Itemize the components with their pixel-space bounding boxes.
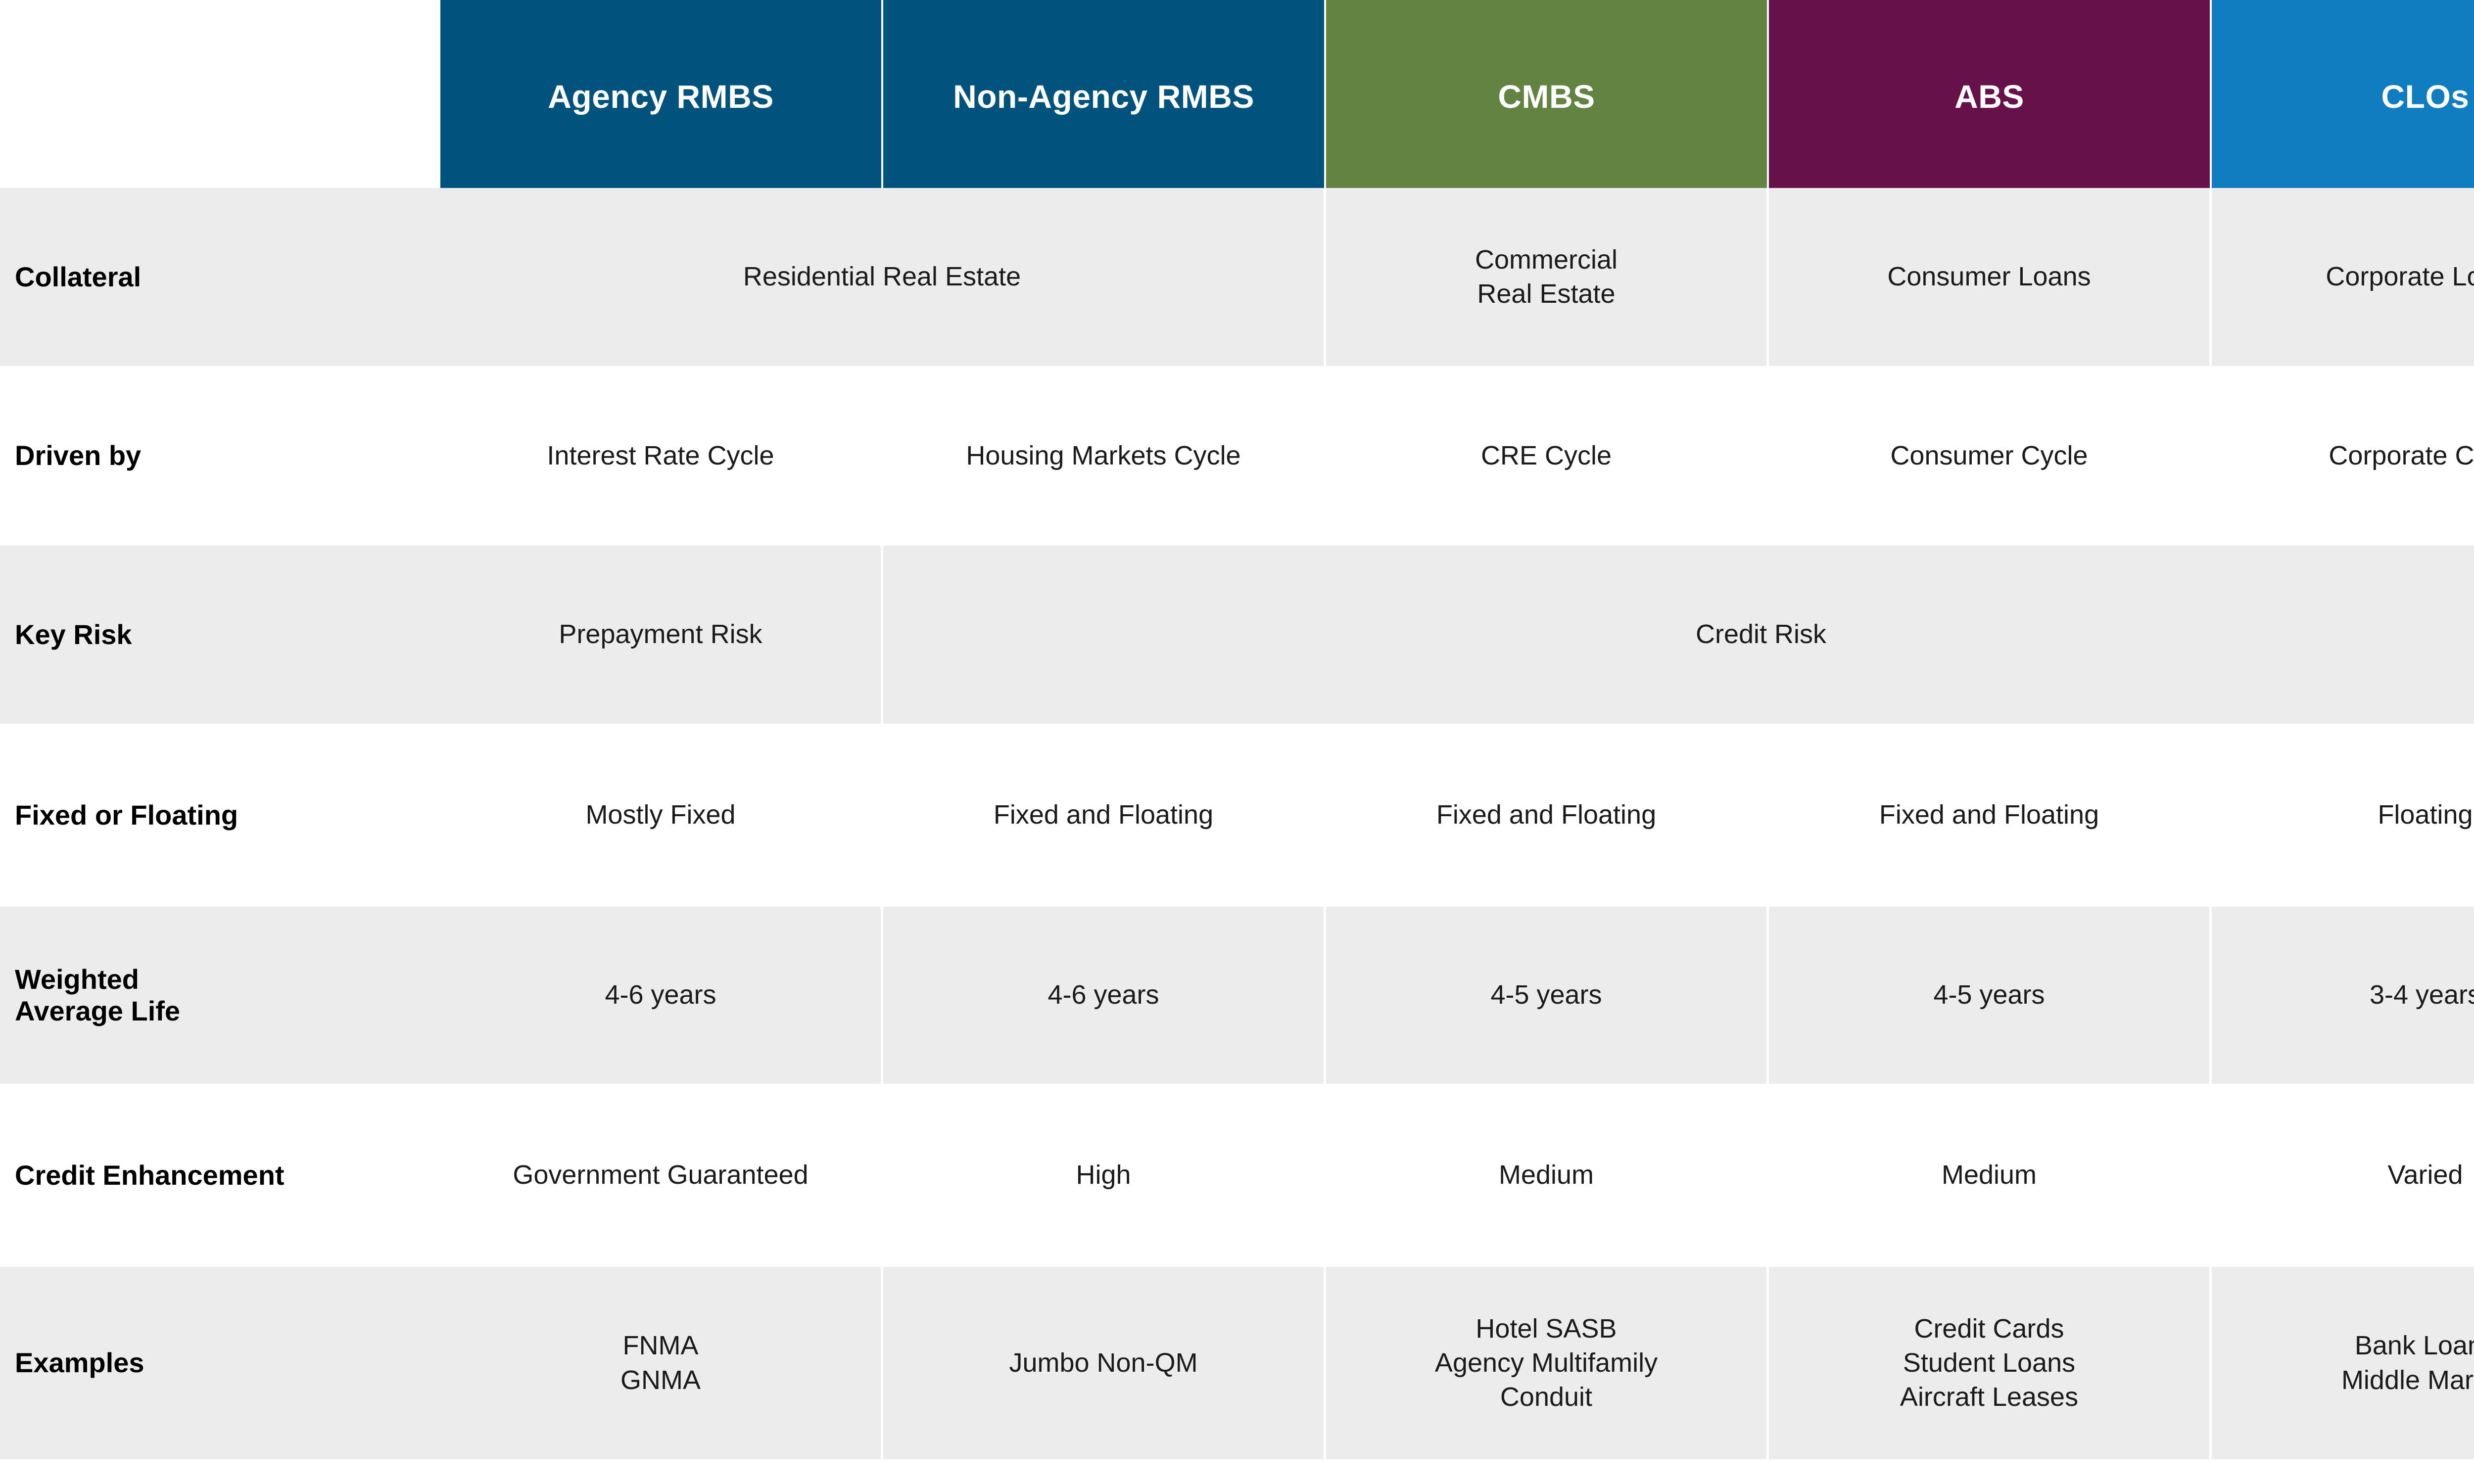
column-header-cmbs[interactable]: CMBS — [1326, 0, 1769, 188]
cell-credit-enhancement-clos: Varied — [2212, 1086, 2474, 1264]
cell-collateral-cmbs: Commercial Real Estate — [1326, 188, 1769, 366]
column-header-label: CLOs — [2381, 78, 2470, 115]
table-row-credit-enhancement: Credit Enhancement Government Guaranteed… — [0, 1086, 2474, 1264]
cell-credit-enhancement-non-agency-rmbs: High — [883, 1086, 1326, 1264]
cell-credit-enhancement-cmbs: Medium — [1326, 1086, 1769, 1264]
column-header-label: Agency RMBS — [548, 78, 774, 115]
cell-credit-enhancement-agency-rmbs: Government Guaranteed — [440, 1086, 883, 1264]
column-header-label: CMBS — [1498, 78, 1595, 115]
cell-weighted-average-life-agency-rmbs: 4-6 years — [440, 907, 883, 1084]
cell-examples-cmbs: Hotel SASB Agency Multifamily Conduit — [1326, 1267, 1769, 1459]
cell-fixed-or-floating-agency-rmbs: Mostly Fixed — [440, 726, 883, 904]
table-row-key-risk: Key Risk Prepayment Risk Credit Risk — [0, 546, 2474, 724]
cell-examples-agency-rmbs: FNMA GNMA — [440, 1267, 883, 1459]
cell-fixed-or-floating-abs: Fixed and Floating — [1769, 726, 2212, 904]
column-header-non-agency-rmbs[interactable]: Non-Agency RMBS — [883, 0, 1326, 188]
cell-weighted-average-life-clos: 3-4 years — [2212, 907, 2474, 1084]
header-corner-cell — [0, 0, 440, 188]
column-header-clos[interactable]: CLOs — [2212, 0, 2474, 188]
cell-credit-enhancement-abs: Medium — [1769, 1086, 2212, 1264]
cell-collateral-clos: Corporate Loans — [2212, 188, 2474, 366]
row-divider — [0, 904, 2474, 907]
row-label-weighted-average-life: Weighted Average Life — [0, 907, 440, 1084]
cell-weighted-average-life-cmbs: 4-5 years — [1326, 907, 1769, 1084]
row-label-collateral: Collateral — [0, 188, 440, 366]
table-row-collateral: Collateral Residential Real Estate Comme… — [0, 188, 2474, 366]
cell-weighted-average-life-abs: 4-5 years — [1769, 907, 2212, 1084]
cell-collateral-rmbs-span: Residential Real Estate — [440, 188, 1326, 366]
table-row-weighted-average-life: Weighted Average Life 4-6 years 4-6 year… — [0, 907, 2474, 1084]
cell-key-risk-credit-span: Credit Risk — [883, 546, 2474, 724]
cell-driven-by-non-agency-rmbs: Housing Markets Cycle — [883, 369, 1326, 543]
table-header-row: Agency RMBS Non-Agency RMBS CMBS ABS CLO… — [0, 0, 2474, 188]
row-divider — [0, 724, 2474, 726]
cell-collateral-abs: Consumer Loans — [1769, 188, 2212, 366]
row-label-credit-enhancement: Credit Enhancement — [0, 1086, 440, 1264]
cell-examples-abs: Credit Cards Student Loans Aircraft Leas… — [1769, 1267, 2212, 1459]
table-row-driven-by: Driven by Interest Rate Cycle Housing Ma… — [0, 369, 2474, 543]
row-label-fixed-or-floating: Fixed or Floating — [0, 726, 440, 904]
row-label-key-risk: Key Risk — [0, 546, 440, 724]
column-header-agency-rmbs[interactable]: Agency RMBS — [440, 0, 883, 188]
column-header-label: Non-Agency RMBS — [953, 78, 1254, 115]
row-divider — [0, 1084, 2474, 1086]
cell-fixed-or-floating-non-agency-rmbs: Fixed and Floating — [883, 726, 1326, 904]
row-divider — [0, 366, 2474, 369]
row-label-driven-by: Driven by — [0, 369, 440, 543]
row-divider — [0, 1264, 2474, 1267]
cell-key-risk-agency-rmbs: Prepayment Risk — [440, 546, 883, 724]
cell-driven-by-cmbs: CRE Cycle — [1326, 369, 1769, 543]
row-label-examples: Examples — [0, 1267, 440, 1459]
column-header-abs[interactable]: ABS — [1769, 0, 2212, 188]
cell-examples-clos: Bank Loans Middle Market — [2212, 1267, 2474, 1459]
cell-driven-by-agency-rmbs: Interest Rate Cycle — [440, 369, 883, 543]
cell-fixed-or-floating-cmbs: Fixed and Floating — [1326, 726, 1769, 904]
cell-examples-non-agency-rmbs: Jumbo Non-QM — [883, 1267, 1326, 1459]
cell-driven-by-abs: Consumer Cycle — [1769, 369, 2212, 543]
table-row-examples: Examples FNMA GNMA Jumbo Non-QM Hotel SA… — [0, 1267, 2474, 1459]
table-row-fixed-or-floating: Fixed or Floating Mostly Fixed Fixed and… — [0, 726, 2474, 904]
cell-weighted-average-life-non-agency-rmbs: 4-6 years — [883, 907, 1326, 1084]
cell-driven-by-clos: Corporate Cycle — [2212, 369, 2474, 543]
column-header-label: ABS — [1954, 78, 2024, 115]
cell-fixed-or-floating-clos: Floating — [2212, 726, 2474, 904]
row-divider — [0, 543, 2474, 546]
